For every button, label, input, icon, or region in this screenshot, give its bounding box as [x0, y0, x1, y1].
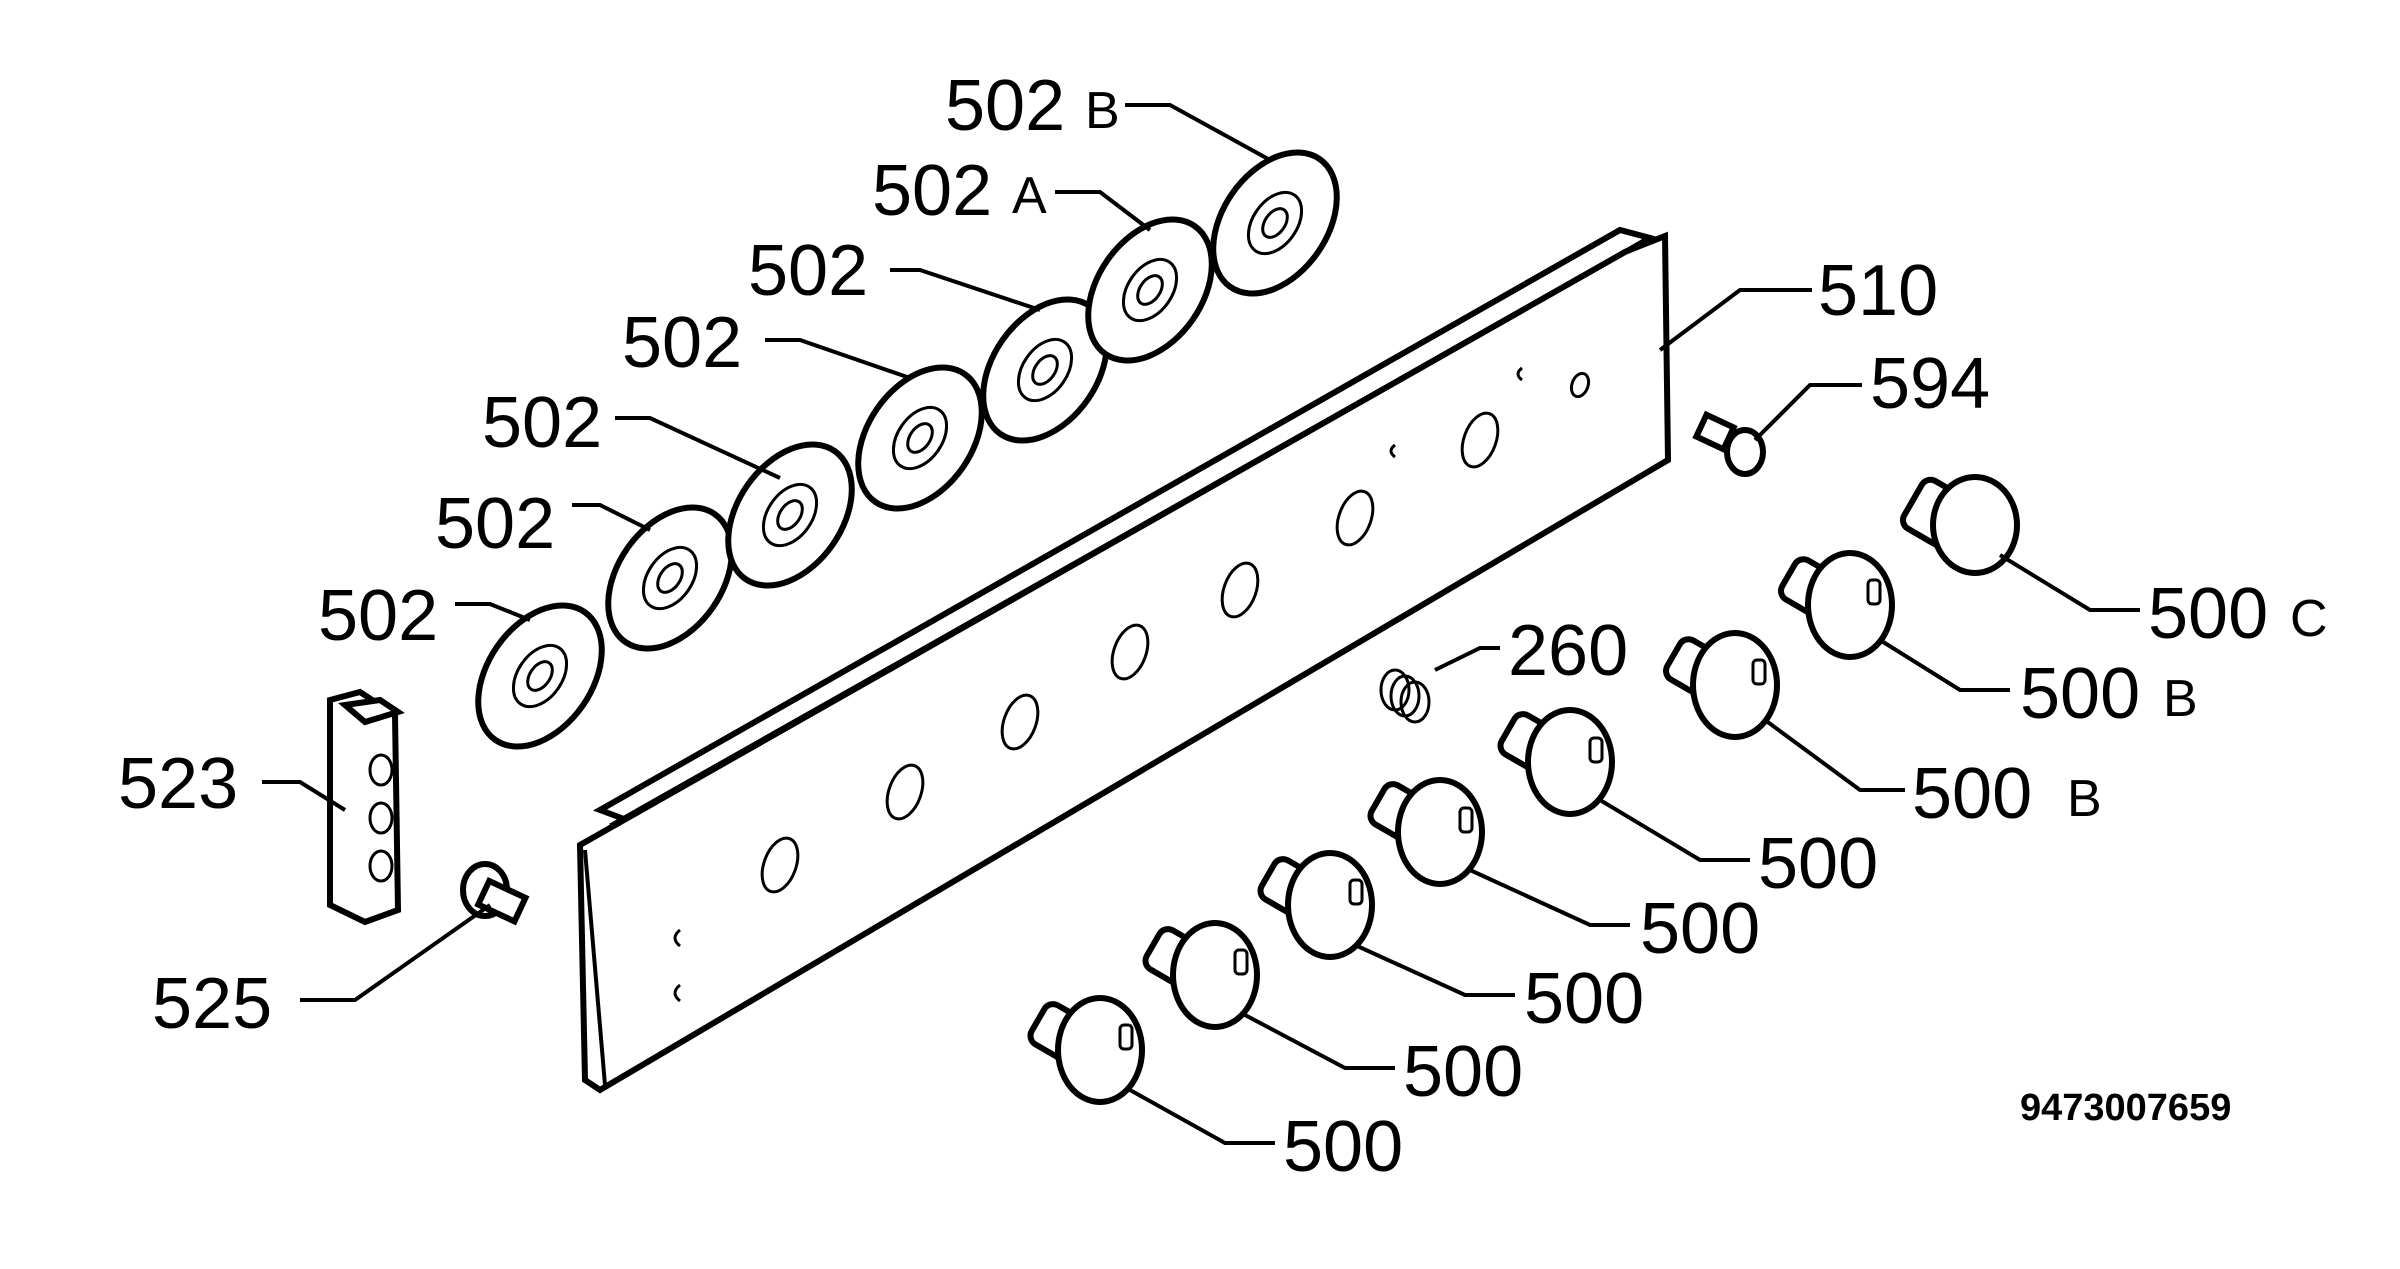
label-500-4: 500: [1403, 1032, 1523, 1112]
label-500b-2-suffix: B: [2067, 770, 2102, 828]
label-500c-suffix: C: [2290, 590, 2328, 648]
knob-500-3: [1257, 850, 1375, 960]
leader-lines: [262, 103, 2140, 1145]
label-502-1: 502: [318, 576, 438, 656]
dial-disc-502a: [1085, 216, 1215, 364]
label-502a-suffix: A: [1012, 167, 1047, 225]
label-502-2: 502: [435, 484, 555, 564]
knob-500-2: [1367, 777, 1485, 887]
label-500b-1: 500: [2020, 654, 2140, 734]
label-502-3: 502: [482, 383, 602, 463]
label-525: 525: [152, 964, 272, 1044]
dial-disc-502-4: [855, 364, 985, 512]
label-500-5: 500: [1283, 1107, 1403, 1187]
knob-500c: [1900, 474, 2020, 576]
label-500-1: 500: [1758, 824, 1878, 904]
label-523: 523: [118, 744, 238, 824]
knob-500-5: [1027, 995, 1145, 1105]
dial-disc-502-3: [725, 441, 855, 589]
dial-disc-502-1: [475, 602, 605, 750]
label-500-2: 500: [1640, 889, 1760, 969]
dial-disc-502-2: [605, 504, 735, 652]
label-500c: 500: [2148, 574, 2268, 654]
label-510: 510: [1818, 251, 1938, 331]
knob-500b-2: [1663, 630, 1780, 740]
label-502a: 502: [872, 151, 992, 231]
label-260: 260: [1508, 611, 1628, 691]
part-labels: 502 B 502 A 502 502 502 502 502 510 594 …: [118, 66, 2328, 1187]
bracket-523: [327, 688, 405, 926]
screw-525: [460, 861, 530, 926]
label-594: 594: [1870, 344, 1990, 424]
document-number: 9473007659: [2020, 1087, 2231, 1129]
knob-500-1: [1497, 707, 1615, 817]
dial-disc-502b: [1210, 149, 1340, 297]
spring-260: [1379, 668, 1431, 724]
screw-594: [1692, 410, 1766, 477]
label-502b: 502: [945, 66, 1065, 146]
dial-discs: [475, 149, 1340, 750]
label-502-4: 502: [622, 303, 742, 383]
control-panel-510: [576, 226, 1672, 1094]
knob-500b-1: [1778, 550, 1895, 660]
label-500b-1-suffix: B: [2163, 670, 2198, 728]
label-500-3: 500: [1524, 959, 1644, 1039]
label-502-5: 502: [748, 231, 868, 311]
label-502b-suffix: B: [1085, 82, 1120, 140]
label-500b-2: 500: [1912, 754, 2032, 834]
knob-500-4: [1142, 920, 1260, 1030]
